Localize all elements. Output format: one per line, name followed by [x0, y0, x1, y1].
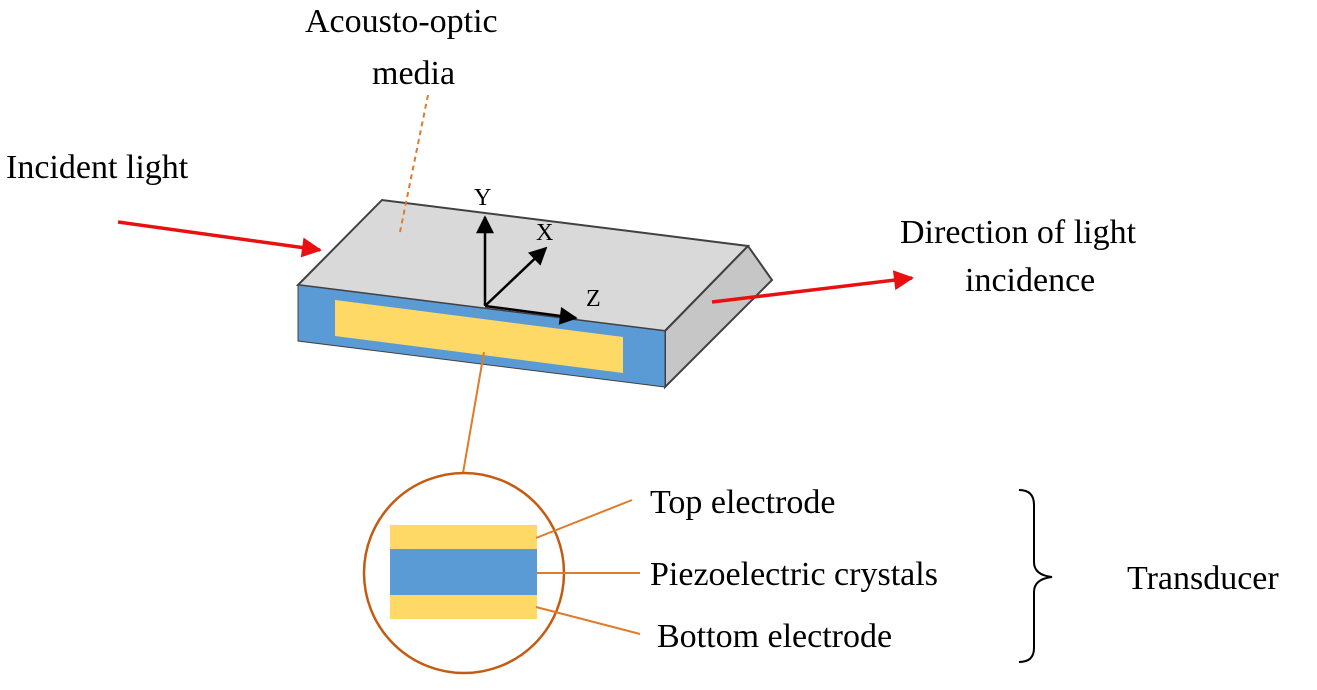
direction-label-line2: incidence: [965, 262, 1095, 299]
z-axis-label: Z: [586, 286, 601, 312]
piezo-crystal-layer: [390, 549, 537, 595]
coordinate-axes: Y X Z: [474, 185, 601, 325]
outgoing-light-arrow: [711, 270, 914, 304]
y-axis-label: Y: [474, 185, 491, 211]
transducer-zoom: [362, 471, 566, 675]
top-electrode-layer: [390, 525, 537, 549]
x-axis-label: X: [536, 220, 553, 246]
acousto-optic-block: [295, 198, 774, 390]
top-electrode-strip: [335, 300, 623, 373]
bottom-electrode-label: Bottom electrode: [657, 618, 892, 655]
incident-light-arrow: [117, 220, 322, 258]
acousto-optic-label-line1: Acousto-optic: [305, 3, 498, 40]
acousto-optic-label-line2: media: [372, 55, 455, 92]
z-axis-arrow: [484, 304, 578, 325]
top-electrode-label: Top electrode: [650, 484, 835, 521]
direction-label-line1: Direction of light: [900, 214, 1137, 251]
bottom-electrode-layer: [390, 595, 537, 619]
x-axis-arrow: [484, 246, 548, 307]
transducer-brace: [1018, 489, 1053, 663]
transducer-label: Transducer: [1127, 560, 1279, 597]
bottom-electrode-leader: [535, 606, 641, 635]
top-electrode-leader: [535, 499, 633, 539]
zoom-leader-line: [462, 351, 485, 474]
piezo-crystals-label: Piezoelectric crystals: [650, 556, 938, 593]
incident-light-label: Incident light: [6, 149, 189, 186]
